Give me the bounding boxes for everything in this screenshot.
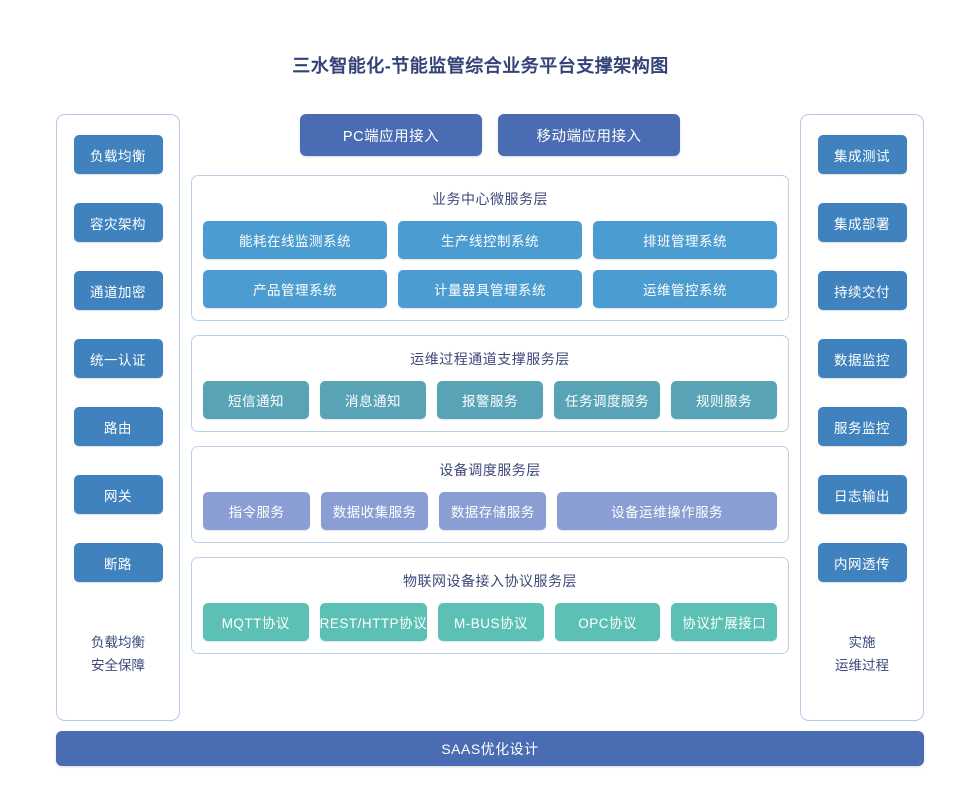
right-footer-line-2: 运维过程 bbox=[835, 658, 889, 674]
ops-cell-2[interactable]: 消息通知 bbox=[320, 381, 426, 419]
right-chip-3[interactable]: 持续交付 bbox=[817, 271, 907, 310]
left-footer-line-2: 安全保障 bbox=[91, 658, 145, 674]
iot-cell-1[interactable]: MQTT协议 bbox=[203, 603, 309, 641]
diagram-body: 负载均衡 容灾架构 通道加密 统一认证 路由 网关 断路 负载均衡 安全保障 P… bbox=[56, 114, 924, 721]
iot-cell-2[interactable]: REST/HTTP协议 bbox=[319, 603, 428, 641]
business-cell-4[interactable]: 产品管理系统 bbox=[203, 270, 387, 308]
iot-row-1: MQTT协议 REST/HTTP协议 M-BUS协议 OPC协议 协议扩展接口 bbox=[203, 603, 778, 641]
business-row-2: 产品管理系统 计量器具管理系统 运维管控系统 bbox=[203, 270, 777, 308]
business-cell-5[interactable]: 计量器具管理系统 bbox=[398, 270, 582, 308]
saas-optimization-bar[interactable]: SAAS优化设计 bbox=[56, 731, 924, 766]
right-chip-6[interactable]: 日志输出 bbox=[817, 475, 907, 514]
iot-cell-5[interactable]: 协议扩展接口 bbox=[671, 603, 778, 641]
ops-cell-5[interactable]: 规则服务 bbox=[671, 381, 777, 419]
layer-business-microservices: 业务中心微服务层 能耗在线监测系统 生产线控制系统 排班管理系统 产品管理系统 … bbox=[191, 175, 789, 321]
right-chip-4[interactable]: 数据监控 bbox=[817, 339, 907, 378]
right-chip-1[interactable]: 集成测试 bbox=[817, 135, 907, 174]
left-chip-4[interactable]: 统一认证 bbox=[73, 339, 163, 378]
business-cell-6[interactable]: 运维管控系统 bbox=[593, 270, 777, 308]
right-chip-7[interactable]: 内网透传 bbox=[817, 543, 907, 582]
right-devops-column: 集成测试 集成部署 持续交付 数据监控 服务监控 日志输出 内网透传 实施 运维… bbox=[800, 114, 924, 721]
access-chip-pc[interactable]: PC端应用接入 bbox=[300, 114, 482, 156]
ops-row-1: 短信通知 消息通知 报警服务 任务调度服务 规则服务 bbox=[203, 381, 777, 419]
device-cell-2[interactable]: 数据收集服务 bbox=[321, 492, 429, 530]
business-cell-1[interactable]: 能耗在线监测系统 bbox=[203, 221, 387, 259]
device-cell-1[interactable]: 指令服务 bbox=[203, 492, 311, 530]
left-chip-3[interactable]: 通道加密 bbox=[73, 271, 163, 310]
device-cell-4[interactable]: 设备运维操作服务 bbox=[557, 492, 777, 530]
right-chip-5[interactable]: 服务监控 bbox=[817, 407, 907, 446]
layer-iot-protocol: 物联网设备接入协议服务层 MQTT协议 REST/HTTP协议 M-BUS协议 … bbox=[191, 557, 789, 654]
right-chip-2[interactable]: 集成部署 bbox=[817, 203, 907, 242]
left-chip-6[interactable]: 网关 bbox=[73, 475, 163, 514]
right-column-footer: 实施 运维过程 bbox=[835, 632, 889, 706]
application-access-row: PC端应用接入 移动端应用接入 bbox=[191, 114, 789, 156]
layer-title-iot: 物联网设备接入协议服务层 bbox=[403, 573, 577, 589]
left-chip-5[interactable]: 路由 bbox=[73, 407, 163, 446]
page-title: 三水智能化-节能监管综合业务平台支撑架构图 bbox=[292, 56, 669, 76]
right-footer-line-1: 实施 bbox=[848, 635, 876, 651]
access-chip-mobile[interactable]: 移动端应用接入 bbox=[498, 114, 680, 156]
layer-title-business: 业务中心微服务层 bbox=[432, 191, 548, 207]
layer-title-device: 设备调度服务层 bbox=[439, 462, 541, 478]
left-chip-2[interactable]: 容灾架构 bbox=[73, 203, 163, 242]
device-cell-3[interactable]: 数据存储服务 bbox=[439, 492, 547, 530]
left-chip-7[interactable]: 断路 bbox=[73, 543, 163, 582]
business-row-1: 能耗在线监测系统 生产线控制系统 排班管理系统 bbox=[203, 221, 777, 259]
ops-cell-1[interactable]: 短信通知 bbox=[203, 381, 309, 419]
left-capability-column: 负载均衡 容灾架构 通道加密 统一认证 路由 网关 断路 负载均衡 安全保障 bbox=[56, 114, 180, 721]
layer-title-ops: 运维过程通道支撑服务层 bbox=[410, 351, 570, 367]
iot-cell-3[interactable]: M-BUS协议 bbox=[438, 603, 544, 641]
center-stack: PC端应用接入 移动端应用接入 业务中心微服务层 能耗在线监测系统 生产线控制系… bbox=[191, 114, 789, 721]
device-row-1: 指令服务 数据收集服务 数据存储服务 设备运维操作服务 bbox=[203, 492, 777, 530]
ops-cell-3[interactable]: 报警服务 bbox=[437, 381, 543, 419]
left-footer-line-1: 负载均衡 bbox=[91, 635, 145, 651]
left-column-footer: 负载均衡 安全保障 bbox=[91, 632, 145, 706]
layer-device-scheduling: 设备调度服务层 指令服务 数据收集服务 数据存储服务 设备运维操作服务 bbox=[191, 446, 789, 543]
business-cell-2[interactable]: 生产线控制系统 bbox=[398, 221, 582, 259]
left-chip-1[interactable]: 负载均衡 bbox=[73, 135, 163, 174]
iot-cell-4[interactable]: OPC协议 bbox=[554, 603, 661, 641]
ops-cell-4[interactable]: 任务调度服务 bbox=[554, 381, 660, 419]
business-cell-3[interactable]: 排班管理系统 bbox=[593, 221, 777, 259]
layer-ops-channel-support: 运维过程通道支撑服务层 短信通知 消息通知 报警服务 任务调度服务 规则服务 bbox=[191, 335, 789, 432]
